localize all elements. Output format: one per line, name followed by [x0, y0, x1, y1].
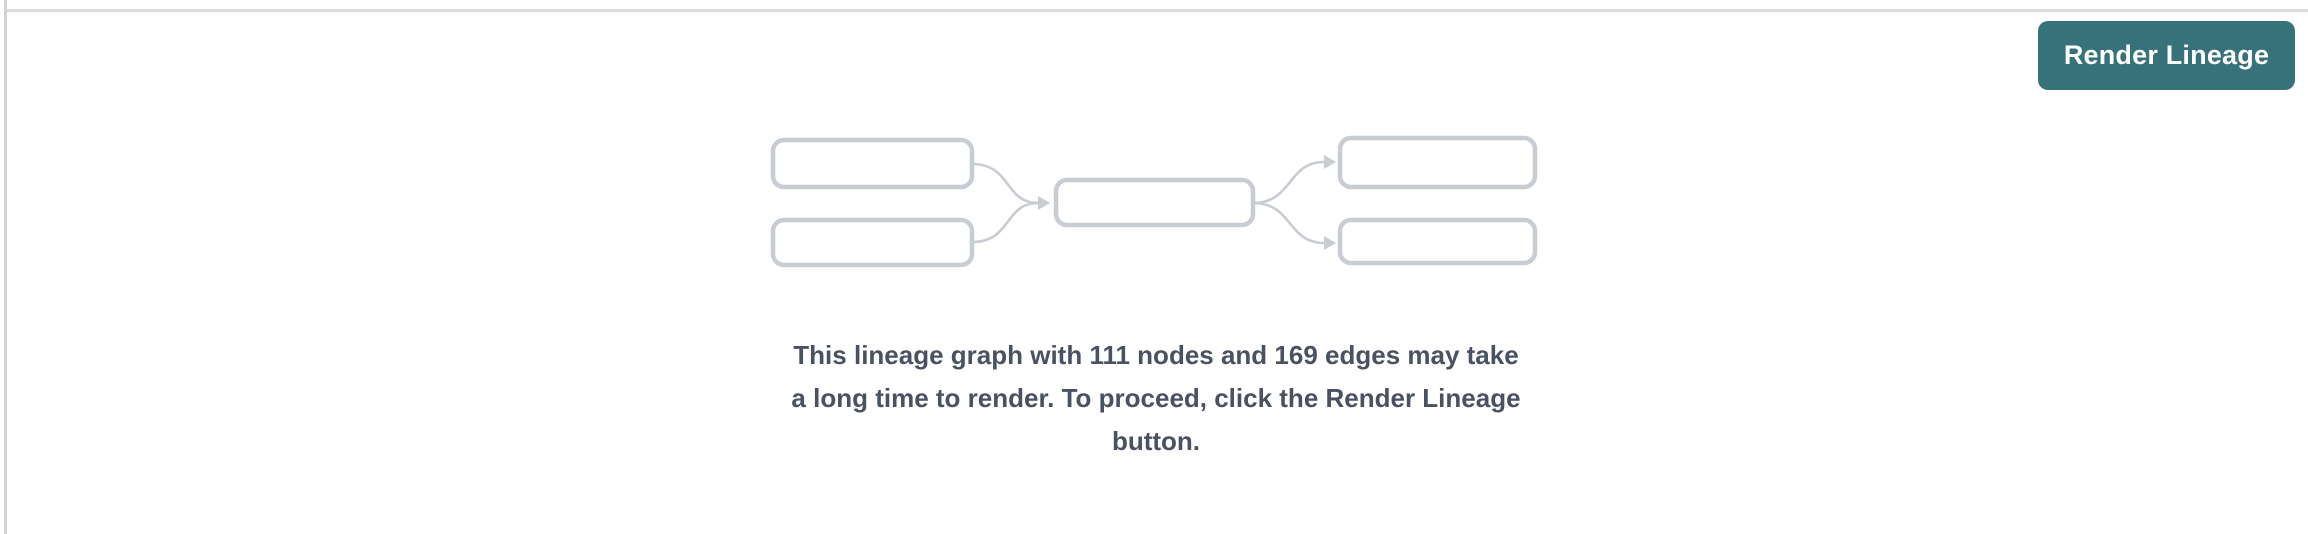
render-lineage-button[interactable]: Render Lineage — [2038, 21, 2295, 90]
lineage-graph-placeholder-icon — [770, 135, 1538, 268]
placeholder-node-downstream-bottom — [1337, 217, 1538, 266]
panel-left-border — [4, 0, 7, 534]
lineage-warning-line: a long time to render. To proceed, click… — [791, 383, 1521, 413]
lineage-warning-line: button. — [1111, 426, 1201, 456]
arrowhead-icon — [1038, 196, 1050, 210]
placeholder-node-downstream-top — [1337, 135, 1538, 190]
placeholder-node-upstream-top — [770, 137, 975, 190]
arrowhead-icon — [1324, 236, 1336, 250]
placeholder-node-upstream-bottom — [770, 217, 975, 268]
arrowhead-icon — [1324, 155, 1336, 169]
lineage-warning-message: This lineage graph with 111 nodes and 16… — [734, 334, 1578, 463]
placeholder-node-center — [1053, 177, 1256, 228]
lineage-warning-line: This lineage graph with 111 nodes and 16… — [793, 340, 1519, 370]
panel-top-border — [7, 9, 2308, 12]
